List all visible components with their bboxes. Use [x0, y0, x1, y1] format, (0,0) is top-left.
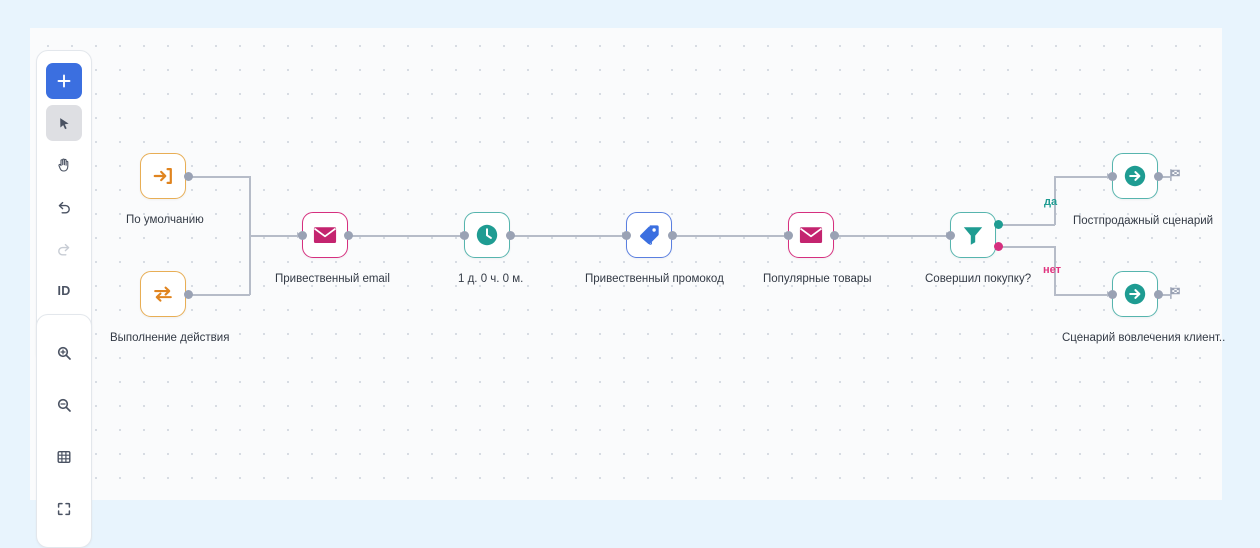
edge-n8-flag — [1160, 176, 1170, 178]
port-out-n5[interactable] — [668, 231, 677, 240]
port-in-n4[interactable] — [460, 231, 469, 240]
edge-n9-flag — [1160, 294, 1170, 296]
zoom-in-icon — [57, 346, 71, 360]
edge-n2-n3 — [188, 294, 250, 296]
edge-no-h1 — [998, 246, 1055, 248]
flag-icon — [1168, 168, 1182, 187]
edge-n6-n7 — [834, 235, 948, 237]
port-out-n9[interactable] — [1154, 290, 1163, 299]
node-label-popular-products: Популярные товары — [763, 273, 872, 285]
port-out-n1[interactable] — [184, 172, 193, 181]
node-condition-purchase[interactable] — [950, 212, 996, 258]
node-delay-timer[interactable] — [464, 212, 510, 258]
port-in-n8[interactable] — [1108, 172, 1117, 181]
grid-toggle-button[interactable] — [46, 439, 82, 475]
edge-no-h2 — [1054, 294, 1109, 296]
edge-n2-n3-vert — [249, 235, 251, 295]
add-node-button[interactable] — [46, 63, 82, 99]
port-in-n3[interactable] — [298, 231, 307, 240]
arrow-right-circle-icon — [1124, 283, 1146, 305]
zoom-out-button[interactable] — [46, 387, 82, 423]
edge-yes-vert — [1054, 176, 1056, 225]
edge-n5-n6 — [672, 235, 786, 237]
funnel-icon — [963, 227, 983, 245]
enter-arrow-icon — [153, 168, 172, 184]
editor-toolbar: ID — [36, 50, 92, 364]
edge-n4-n5 — [510, 235, 624, 237]
node-label-condition-purchase: Совершил покупку? — [925, 273, 1032, 285]
node-welcome-email[interactable] — [302, 212, 348, 258]
id-button-label: ID — [57, 284, 71, 298]
node-popular-products[interactable] — [788, 212, 834, 258]
envelope-icon — [799, 227, 823, 243]
edge-n1-n3-vert — [249, 176, 251, 236]
node-label-postsale-scenario: Постпродажный сценарий — [1073, 215, 1214, 227]
tag-percent-icon — [640, 225, 659, 245]
node-promocode[interactable] — [626, 212, 672, 258]
branch-label-yes: да — [1044, 196, 1058, 208]
cursor-icon — [59, 117, 69, 129]
edge-n1-n3 — [188, 176, 250, 178]
flow-canvas[interactable] — [30, 28, 1222, 500]
undo-icon — [58, 201, 70, 214]
flag-icon — [1168, 286, 1182, 305]
envelope-icon — [313, 227, 337, 243]
id-button[interactable]: ID — [46, 273, 82, 309]
node-label-action-trigger: Выполнение действия — [110, 332, 230, 344]
port-out-no-n7[interactable] — [994, 242, 1003, 251]
exchange-icon — [154, 286, 172, 302]
node-engagement-scenario[interactable] — [1112, 271, 1158, 317]
select-tool-button[interactable] — [46, 105, 82, 141]
port-out-n8[interactable] — [1154, 172, 1163, 181]
zoom-in-button[interactable] — [46, 335, 82, 371]
port-out-n6[interactable] — [830, 231, 839, 240]
node-label-engagement-scenario: Сценарий вовлечения клиент.. — [1062, 332, 1226, 344]
redo-icon — [58, 243, 70, 256]
port-in-n6[interactable] — [784, 231, 793, 240]
node-postsale-scenario[interactable] — [1112, 153, 1158, 199]
port-in-n7[interactable] — [946, 231, 955, 240]
redo-button[interactable] — [46, 231, 82, 267]
zoom-toolbar — [36, 314, 92, 548]
node-action-trigger[interactable] — [140, 271, 186, 317]
node-default-entry[interactable] — [140, 153, 186, 199]
flow-graph: да нет По умолчанию Выполнение действия … — [110, 153, 1226, 344]
port-in-n5[interactable] — [622, 231, 631, 240]
node-label-delay-timer: 1 д. 0 ч. 0 м. — [458, 273, 524, 285]
clock-icon — [476, 224, 498, 246]
pan-tool-button[interactable] — [46, 147, 82, 183]
grid-icon — [57, 451, 71, 464]
port-out-n3[interactable] — [344, 231, 353, 240]
port-in-n9[interactable] — [1108, 290, 1117, 299]
edge-merge-n3 — [249, 235, 299, 237]
undo-button[interactable] — [46, 189, 82, 225]
port-out-n4[interactable] — [506, 231, 515, 240]
edge-yes-h2 — [1054, 176, 1109, 178]
edge-no-vert — [1054, 246, 1056, 294]
fit-screen-button[interactable] — [46, 491, 82, 527]
port-out-yes-n7[interactable] — [994, 220, 1003, 229]
branch-label-no: нет — [1043, 264, 1062, 276]
arrow-right-circle-icon — [1124, 165, 1146, 187]
plus-icon — [57, 74, 71, 88]
port-out-n2[interactable] — [184, 290, 193, 299]
edge-yes-h1 — [998, 224, 1055, 226]
hand-icon — [58, 158, 69, 172]
node-label-default-entry: По умолчанию — [126, 214, 204, 226]
fit-screen-icon — [57, 502, 71, 516]
zoom-out-icon — [57, 398, 71, 412]
node-label-promocode: Привественный промокод — [585, 273, 724, 285]
node-label-welcome-email: Привественный email — [275, 273, 390, 285]
edge-n3-n4 — [348, 235, 462, 237]
